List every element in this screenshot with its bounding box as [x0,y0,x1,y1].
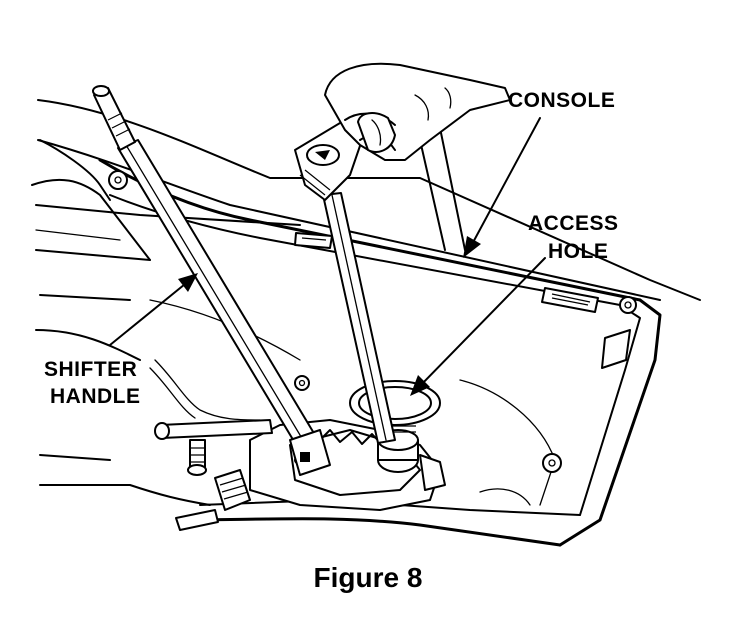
access-hole-callout-line2: HOLE [548,240,608,263]
console-arrowhead [463,236,481,258]
shifter-handle-leader-line [109,279,191,346]
shifter-handle-arrowhead [178,273,198,292]
leader-lines [109,117,546,396]
floor-panel [31,99,701,506]
access-hole-callout-line1: ACCESS [528,212,619,235]
hand-illustration [324,62,511,161]
shifter-handle-callout-line1: SHIFTER [44,358,137,381]
figure-caption: Figure 8 [313,562,423,593]
console-leader-line [469,117,541,249]
access-hole-arrowhead [410,375,430,396]
socket-wrench [294,119,396,444]
callouts: CONSOLE ACCESS HOLE SHIFTER HANDLE [44,89,619,408]
access-hole-leader-line [417,257,546,389]
shifter-handle [92,85,331,476]
console-callout: CONSOLE [508,89,615,112]
console-removal-illustration: CONSOLE ACCESS HOLE SHIFTER HANDLE [31,62,701,547]
shifter-handle-callout-line2: HANDLE [50,385,141,408]
shifter-mechanism [149,359,446,511]
